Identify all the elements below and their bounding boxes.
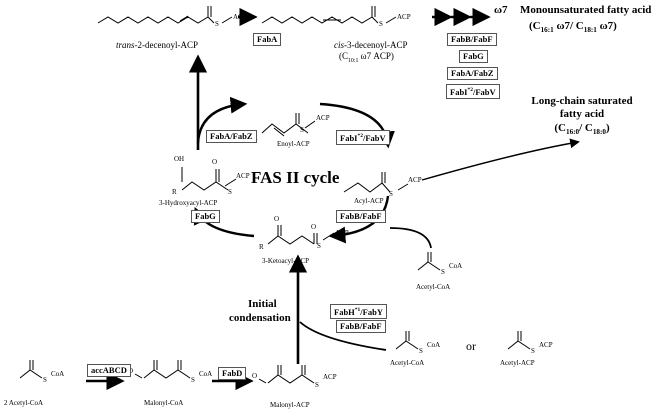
arrow-acetyl-coa-entry — [389, 227, 432, 249]
enzyme-fabD: FabD — [218, 367, 247, 380]
atom-acp: ACP — [316, 114, 330, 122]
trans-decenoyl-label: trans-2-decenoyl-ACP — [116, 40, 198, 50]
atom-s: S — [43, 376, 47, 384]
long-chain-title-line2: fatty acid — [559, 108, 605, 120]
enzyme-fabA-fabZ: FabA/FabZ — [206, 130, 257, 143]
long-chain-formula: (C16:0/ C18:0) — [554, 122, 610, 137]
arrow-condensation-cycle — [328, 195, 390, 244]
atom-oh: OH — [174, 155, 185, 163]
two-acetyl-coa-label: 2 Acetyl-CoA — [4, 399, 44, 407]
acetyl-coa-bottom-label: Acetyl-CoA — [390, 359, 425, 367]
arrow-acetyl-join — [299, 321, 387, 351]
atom-acp: ACP — [323, 373, 337, 381]
atom-s: S — [228, 188, 232, 196]
acetyl-coa-mid-label: Acetyl-CoA — [416, 283, 451, 291]
monounsaturated-formula: (C16:1 ω7/ C18:1 ω7) — [529, 20, 617, 35]
atom-coa: CoA — [199, 370, 213, 378]
atom-s: S — [379, 20, 383, 28]
enoyl-acp-structure — [261, 113, 316, 137]
atom-acp: ACP — [233, 13, 247, 21]
ketoacyl-acp-label: 3-Ketoacyl-ACP — [262, 257, 310, 265]
hydroxyacyl-acp-structure — [181, 167, 237, 191]
atom-acp: ACP — [539, 341, 553, 349]
ketoacyl-acp-structure — [267, 225, 335, 245]
or-label: or — [466, 339, 476, 353]
atom-s: S — [441, 268, 445, 276]
enzyme-fabA: FabA — [253, 33, 282, 46]
atom-s: S — [389, 190, 393, 198]
enzyme-fabB-fabF: FabB/FabF — [447, 33, 497, 46]
enzyme-fabI-fabV: FabI*2/FabV — [336, 130, 390, 145]
enzyme-fabG: FabG — [191, 210, 220, 223]
long-chain-title-line1: Long-chain saturated — [531, 95, 633, 107]
enoyl-acp-label: Enoyl-ACP — [277, 140, 310, 148]
atom-s: S — [317, 242, 321, 250]
atom-o: O — [252, 372, 258, 380]
arrow-dehydration — [196, 96, 248, 144]
enzyme-fabI-fabV: FabI*2/FabV — [446, 84, 500, 99]
atom-s: S — [419, 347, 423, 355]
atom-coa: CoA — [51, 370, 65, 378]
atom-acp: ACP — [236, 172, 250, 180]
initial-condensation-line2: condensation — [229, 312, 291, 324]
acetyl-acp-label: Acetyl-ACP — [500, 359, 535, 367]
atom-o: O — [212, 158, 218, 166]
monounsaturated-title: Monounsaturated fatty acid — [520, 4, 652, 16]
atom-s: S — [300, 126, 304, 134]
atom-acp: ACP — [397, 13, 411, 21]
atom-r: R — [172, 188, 177, 196]
enzyme-fabB-fabF: FabB/FabF — [336, 210, 386, 223]
fas-ii-cycle-title: FAS II cycle — [251, 168, 340, 187]
cis-decenoyl-formula: (C10:1 ω7 ACP) — [339, 51, 394, 64]
atom-s: S — [531, 347, 535, 355]
cis-decenoyl-label: cis-3-decenoyl-ACP — [334, 40, 408, 50]
atom-o: O — [311, 223, 317, 231]
two-acetyl-coa-structure — [19, 360, 43, 379]
initial-condensation-line1: Initial — [248, 298, 277, 310]
omega7-label: ω7 — [494, 4, 508, 16]
enzyme-accABCD: accABCD — [87, 364, 131, 377]
atom-o: O — [274, 215, 280, 223]
enzyme-fabG: FabG — [459, 50, 488, 63]
malonyl-acp-label: Malonyl-ACP — [270, 401, 310, 409]
atom-s: S — [315, 381, 319, 389]
acetyl-coa-mid-structure — [417, 252, 441, 271]
enzyme-fabB-fabF: FabB/FabF — [336, 320, 386, 333]
hydroxyacyl-acp-label: 3-Hydroxyacyl-ACP — [159, 199, 218, 207]
acetyl-coa-bottom-structure — [395, 331, 419, 350]
atom-s: S — [191, 376, 195, 384]
enzyme-fabA-fabZ: FabA/FabZ — [447, 67, 498, 80]
cis-decenoyl-structure — [261, 6, 397, 24]
malonyl-coa-structure — [134, 360, 191, 379]
arrow-to-long-chain — [421, 138, 580, 181]
malonyl-acp-structure — [258, 365, 315, 384]
acetyl-acp-structure — [507, 331, 531, 350]
acyl-acp-label: Acyl-ACP — [354, 197, 384, 205]
atom-r: R — [259, 243, 264, 251]
malonyl-coa-label: Malonyl-CoA — [144, 399, 184, 407]
acyl-acp-structure — [343, 172, 409, 193]
atom-acp: ACP — [408, 176, 422, 184]
atom-coa: CoA — [449, 262, 463, 270]
atom-s: S — [215, 20, 219, 28]
trans-decenoyl-structure — [97, 6, 233, 24]
atom-coa: CoA — [427, 341, 441, 349]
atom-acp: ACP — [335, 229, 349, 237]
enzyme-fabH-fabY: FabH*1/FabY — [330, 304, 387, 319]
